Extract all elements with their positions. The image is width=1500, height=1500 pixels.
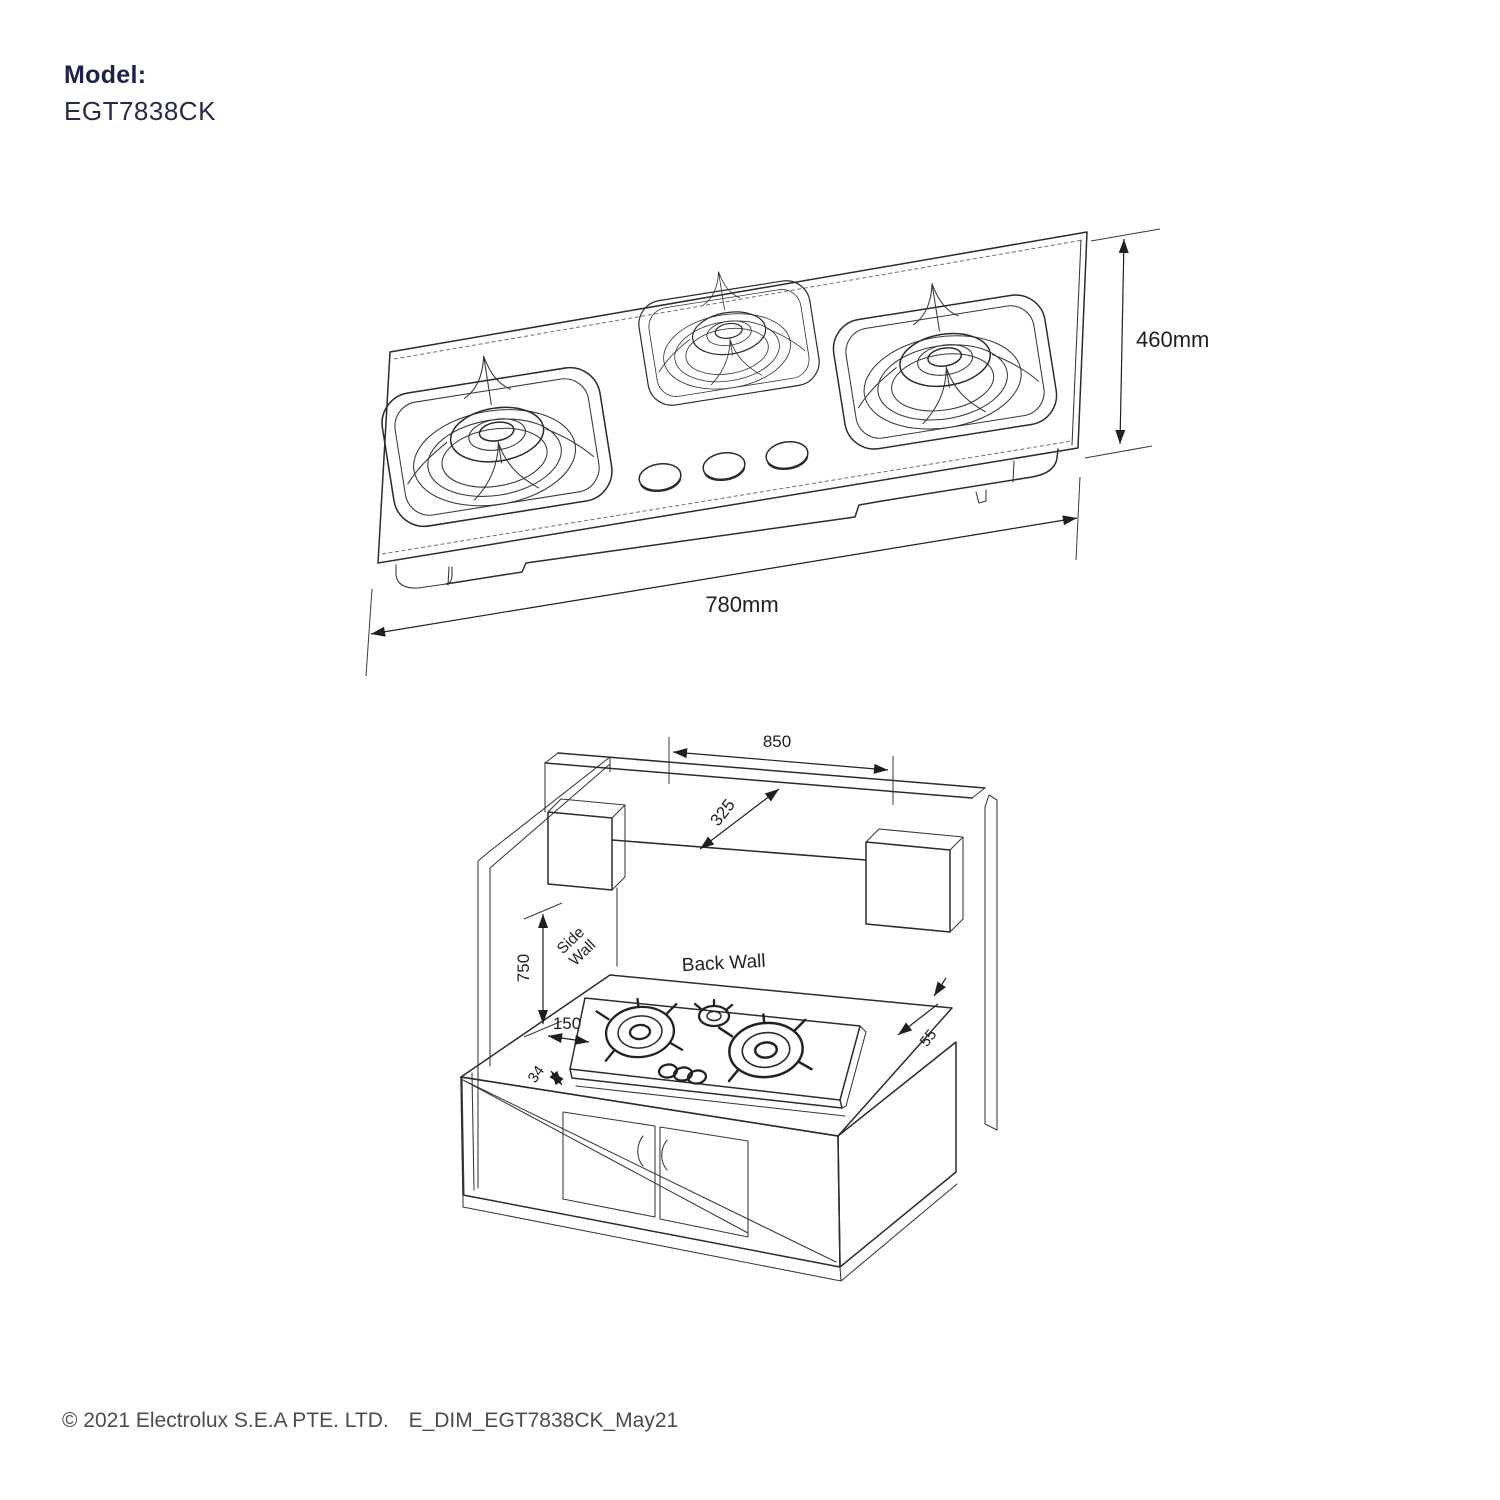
dimension-width-780: 780mm xyxy=(365,476,1081,677)
installed-burner-center xyxy=(693,998,734,1028)
model-label: Model: xyxy=(64,61,147,89)
side-wall xyxy=(477,756,611,1189)
beam-left-block xyxy=(547,798,626,891)
installation-diagram: 850 325 750 150 34 xyxy=(460,732,998,1282)
model-header: Model: EGT7838CK xyxy=(64,60,216,128)
dimension-850: 850 xyxy=(668,732,894,805)
burner-middle xyxy=(631,257,824,410)
installed-burner-right xyxy=(716,1008,814,1083)
dimension-750: 750 xyxy=(514,902,563,1038)
dimension-34: 34 xyxy=(525,1063,564,1086)
hob-glass-panel xyxy=(377,231,1088,564)
dimension-325: 325 xyxy=(699,788,780,850)
burner-left xyxy=(373,338,618,532)
side-wall-label: SideWall xyxy=(554,924,600,970)
installed-hob xyxy=(569,993,867,1117)
door-handle-right xyxy=(661,1139,668,1171)
control-knob-right xyxy=(763,438,811,473)
document-code: E_DIM_EGT7838CK_May21 xyxy=(409,1409,679,1432)
height-dimension-label: 460mm xyxy=(1136,327,1209,352)
control-knob-left xyxy=(636,460,684,495)
installed-burner-left xyxy=(594,993,684,1063)
hob-glass-back-edge-inner xyxy=(393,239,1084,360)
width-dimension-label: 780mm xyxy=(705,592,778,617)
back-wall-label: Back Wall xyxy=(681,951,766,976)
door-swing-diagonals xyxy=(462,1079,837,1263)
model-number: EGT7838CK xyxy=(64,96,216,127)
hob-glass-front-edge-inner xyxy=(381,440,1073,555)
base-cabinet xyxy=(460,1041,958,1282)
product-diagram: 460mm 780mm xyxy=(365,228,1209,677)
footer-text: © 2021 Electrolux S.E.A PTE. LTD. E_DIM_… xyxy=(62,1409,678,1432)
counter-top xyxy=(460,974,953,1137)
cabinet-door-right xyxy=(659,1126,749,1238)
door-handle-left xyxy=(637,1135,644,1167)
beam-right-block xyxy=(865,828,964,933)
side-clearance-label: 150 xyxy=(553,1014,581,1033)
dimension-height-460: 460mm xyxy=(1084,228,1209,459)
dimension-150: 150 xyxy=(547,1014,590,1045)
wall-height-label: 750 xyxy=(514,954,533,982)
copyright-text: © 2021 Electrolux S.E.A PTE. LTD. xyxy=(62,1409,389,1432)
hob-glass-right-edge-inner xyxy=(1071,239,1082,446)
hood-depth-label: 325 xyxy=(706,796,738,830)
dimension-55: 55 xyxy=(897,977,947,1050)
hob-thickness-label: 34 xyxy=(525,1063,548,1086)
overhead-beam xyxy=(544,752,986,861)
rear-gap-label: 55 xyxy=(917,1026,941,1050)
burner-right xyxy=(824,266,1062,455)
hood-width-label: 850 xyxy=(763,732,791,751)
hob-skirt xyxy=(395,448,1059,589)
right-wall xyxy=(984,794,998,1131)
cabinet-door-left xyxy=(562,1111,656,1218)
installed-knobs xyxy=(657,1063,708,1085)
wall-corner-edge xyxy=(609,756,618,967)
control-knob-middle xyxy=(700,449,748,484)
